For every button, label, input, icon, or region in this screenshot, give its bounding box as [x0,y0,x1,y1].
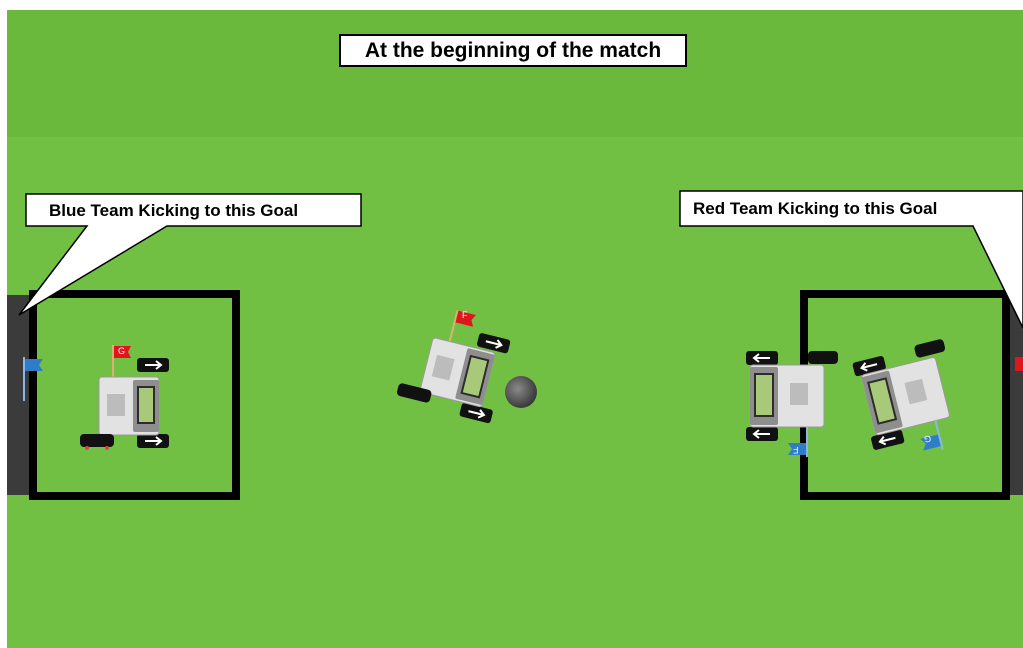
red-forward-flag-letter: F [793,445,799,455]
soccer-field: Blue Team Kicking to this Goal Red Team … [7,10,1023,648]
title-text: At the beginning of the match [365,39,661,63]
ball [503,374,539,410]
blue-goalie-robot [75,340,175,455]
blue-goalie-flag-letter: G [118,346,125,356]
title-box: At the beginning of the match [339,34,687,67]
left-callout-label: Blue Team Kicking to this Goal [49,201,298,221]
right-callout-label: Red Team Kicking to this Goal [693,199,937,219]
blue-forward-flag-letter: F [462,310,468,320]
red-goalie-flag-letter: G [923,433,932,444]
